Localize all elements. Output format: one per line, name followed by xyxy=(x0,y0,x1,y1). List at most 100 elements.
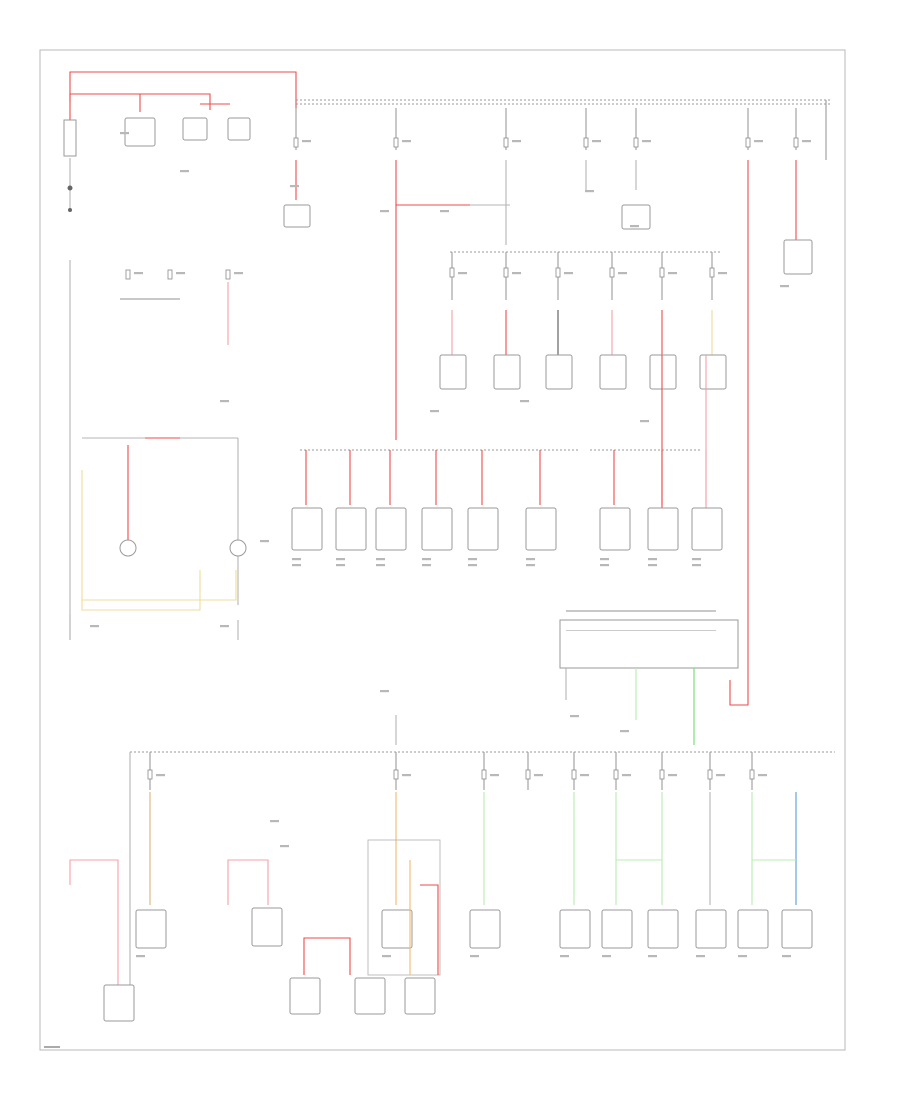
module-label xyxy=(566,610,716,612)
mid-component-2 xyxy=(545,354,573,390)
fusible-link-box xyxy=(227,117,251,141)
bottom-component-label-5 xyxy=(648,955,657,958)
bottom-fuse-1 xyxy=(393,769,399,780)
low-component-label-1 xyxy=(336,558,345,561)
page-id-mark xyxy=(44,1046,60,1048)
micro-label-14 xyxy=(220,625,229,628)
low-component-7 xyxy=(647,507,679,551)
transfer-case-frame xyxy=(367,839,441,976)
mid-component-4 xyxy=(649,354,677,390)
yellow-loop-wire xyxy=(81,470,201,611)
generator xyxy=(182,117,208,141)
top-fuse-label-2 xyxy=(512,140,521,143)
micro-label-13 xyxy=(90,625,99,628)
bottom-fuse-7 xyxy=(707,769,713,780)
low-component-8 xyxy=(691,507,723,551)
top-fuse-label-4 xyxy=(642,140,651,143)
bottom-component-label-3 xyxy=(560,955,569,958)
bottom-component-label-2 xyxy=(470,955,479,958)
top-fuse-3 xyxy=(583,137,589,148)
transfer-case-component-1 xyxy=(354,977,386,1015)
low-component-label-5 xyxy=(526,558,535,561)
bottom-component-label-4 xyxy=(602,955,611,958)
combination-switch-module xyxy=(559,619,739,669)
bottom-component-6 xyxy=(695,909,727,949)
micro-label-2 xyxy=(290,185,299,188)
mid-fuse-3 xyxy=(609,267,615,278)
bottom-fuse-label-3 xyxy=(534,774,543,777)
left-fuse-0 xyxy=(125,269,131,280)
top-fuse-label-0 xyxy=(302,140,311,143)
bottom-component-label-1 xyxy=(382,955,391,958)
ground-symbol xyxy=(68,208,72,212)
mid-component-1 xyxy=(493,354,521,390)
mid-component-5 xyxy=(699,354,727,390)
transfer-case-component-2 xyxy=(404,977,436,1015)
micro-label-9 xyxy=(430,410,439,413)
mid-fuse-label-3 xyxy=(618,272,627,275)
low-component-1 xyxy=(335,507,367,551)
mid-fuse-0 xyxy=(449,267,455,278)
micro-label-17 xyxy=(380,690,389,693)
bottom-fuse-label-4 xyxy=(580,774,589,777)
low-component-label-b-3 xyxy=(422,564,431,567)
low-component-label-2 xyxy=(376,558,385,561)
top-fuse-label-6 xyxy=(802,140,811,143)
micro-label-19 xyxy=(280,845,289,848)
low-component-label-3 xyxy=(422,558,431,561)
mid-component-3 xyxy=(599,354,627,390)
low-component-label-b-0 xyxy=(292,564,301,567)
module-inner-line xyxy=(566,630,716,631)
bottom-component-label-7 xyxy=(738,955,747,958)
yellow-loop-wire-2 xyxy=(82,570,237,601)
bottom-component-0 xyxy=(135,909,167,949)
low-component-label-8 xyxy=(692,558,701,561)
mid-fuse-label-0 xyxy=(458,272,467,275)
mid-fuse-label-2 xyxy=(564,272,573,275)
low-component-label-7 xyxy=(648,558,657,561)
headlamp-relay xyxy=(119,539,137,557)
bottom-fuse-label-8 xyxy=(758,774,767,777)
micro-label-3 xyxy=(380,210,389,213)
top-fuse-5 xyxy=(745,137,751,148)
bottom-fuse-6 xyxy=(659,769,665,780)
ground-point xyxy=(67,185,73,191)
mid-fuse-4 xyxy=(659,267,665,278)
left-fuse-2 xyxy=(225,269,231,280)
left-fuse-label-0 xyxy=(134,272,143,275)
micro-label-7 xyxy=(780,285,789,288)
lower-left-component xyxy=(103,984,135,1022)
starter xyxy=(124,117,156,147)
lower-component-3 xyxy=(289,977,321,1015)
left-fuse-1 xyxy=(167,269,173,280)
top-fuse-1 xyxy=(393,137,399,148)
top-fuse-4 xyxy=(633,137,639,148)
bottom-component-7 xyxy=(737,909,769,949)
diagram-border xyxy=(39,49,846,1051)
micro-label-11 xyxy=(640,420,649,423)
micro-label-0 xyxy=(120,132,129,135)
bottom-component-2 xyxy=(469,909,501,949)
pink-load-wire-2 xyxy=(227,859,269,905)
bottom-fuse-3 xyxy=(525,769,531,780)
micro-label-5 xyxy=(585,190,594,193)
top-fuse-label-1 xyxy=(402,140,411,143)
low-component-6 xyxy=(599,507,631,551)
bottom-fuse-2 xyxy=(481,769,487,780)
lower-component-2 xyxy=(251,907,283,947)
low-component-label-b-8 xyxy=(692,564,701,567)
top-fuse-label-5 xyxy=(754,140,763,143)
mid-fuse-1 xyxy=(503,267,509,278)
red-load-wire-2 xyxy=(420,884,439,975)
bottom-fuse-4 xyxy=(571,769,577,780)
mid-fuse-label-5 xyxy=(718,272,727,275)
low-component-label-4 xyxy=(468,558,477,561)
bottom-component-3 xyxy=(559,909,591,949)
bottom-component-label-8 xyxy=(782,955,791,958)
low-component-3 xyxy=(421,507,453,551)
mid-fuse-label-1 xyxy=(512,272,521,275)
bottom-fuse-label-0 xyxy=(156,774,165,777)
micro-label-18 xyxy=(270,820,279,823)
top-fuse-2 xyxy=(503,137,509,148)
